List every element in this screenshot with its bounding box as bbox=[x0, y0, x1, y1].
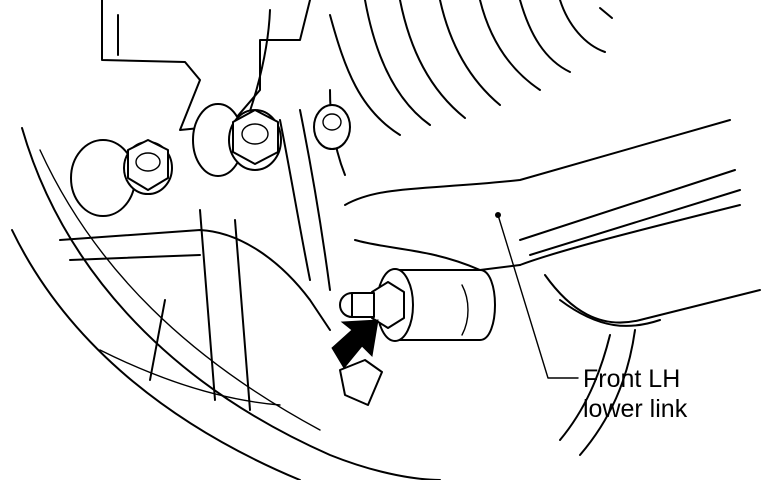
arrow-icon bbox=[331, 319, 379, 369]
lower-bracket bbox=[59, 209, 383, 411]
lower-bolt bbox=[339, 268, 496, 342]
bolt-center bbox=[192, 103, 282, 177]
leader-line bbox=[495, 212, 579, 379]
callout-line1: Front LH bbox=[583, 365, 681, 393]
lower-link bbox=[344, 119, 761, 456]
bolt-left bbox=[70, 139, 173, 217]
wheel-arcs bbox=[11, 127, 441, 481]
callout-line2: lower link bbox=[583, 395, 688, 423]
bolts bbox=[70, 103, 351, 217]
callout-label: Front LH lower link bbox=[583, 364, 687, 424]
boot-ribs bbox=[329, 0, 613, 136]
bolt-small bbox=[313, 104, 351, 150]
